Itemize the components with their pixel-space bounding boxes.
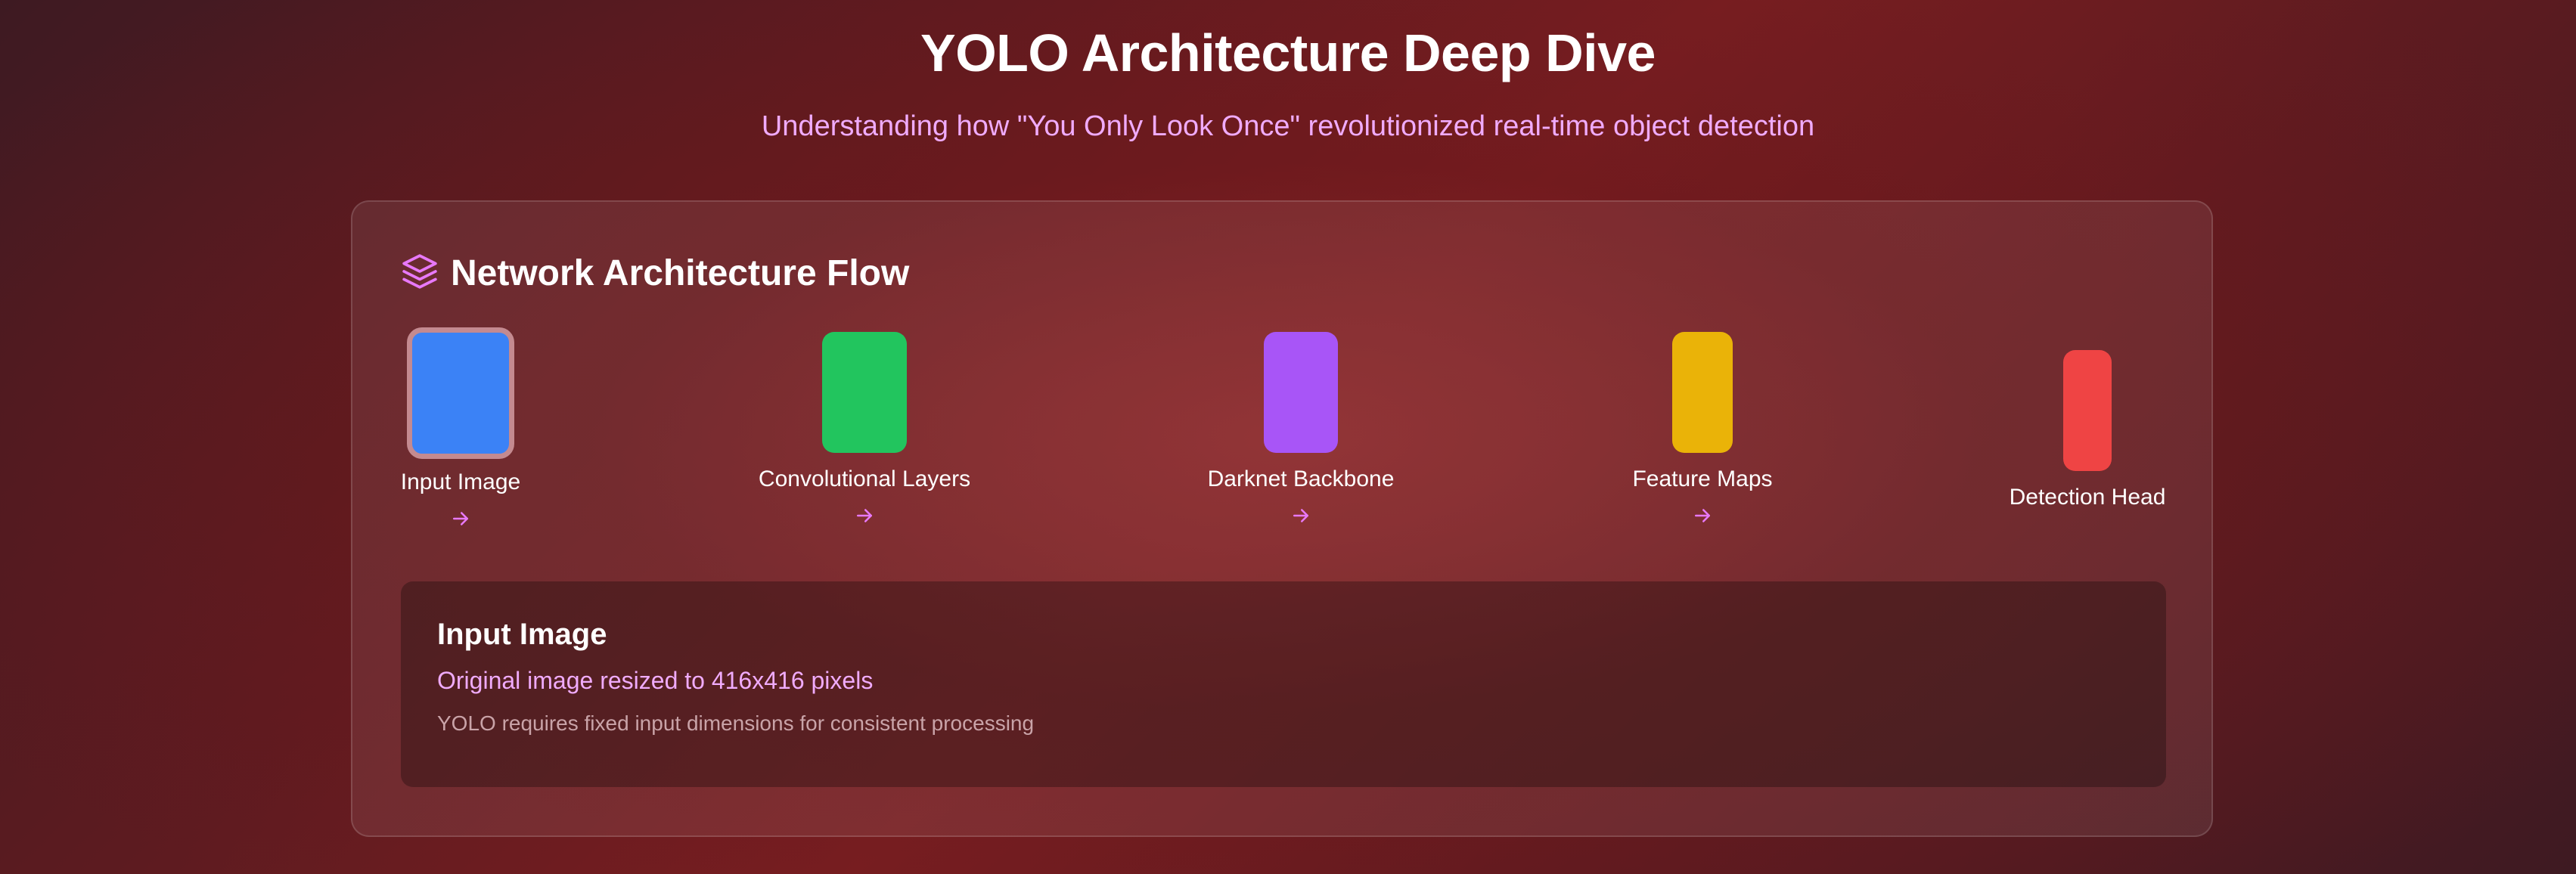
page-title: YOLO Architecture Deep Dive [920, 23, 1656, 82]
panel-header: Network Architecture Flow [401, 250, 909, 296]
step-label: Darknet Backbone [1207, 466, 1395, 491]
step-block [1264, 332, 1338, 453]
step-detail-card: Input Image Original image resized to 41… [401, 581, 2166, 787]
step-label: Input Image [400, 470, 521, 494]
step-detection-head[interactable]: Detection Head [1936, 350, 2239, 510]
arrow-right-icon [453, 512, 468, 525]
step-label: Feature Maps [1632, 466, 1773, 491]
step-feature-maps[interactable]: Feature Maps [1551, 332, 1854, 527]
detail-note: YOLO requires fixed input dimensions for… [437, 711, 1035, 735]
architecture-panel: Network Architecture Flow Input Image Co… [351, 200, 2213, 837]
page-subtitle: Understanding how "You Only Look Once" r… [761, 110, 1815, 142]
detail-description: Original image resized to 416x416 pixels [437, 667, 874, 694]
arrow-right-icon [857, 509, 872, 522]
step-label: Convolutional Layers [758, 466, 971, 491]
detail-title: Input Image [437, 618, 607, 651]
step-block [1672, 332, 1733, 453]
arrow-right-icon [1695, 509, 1710, 522]
step-block [407, 327, 514, 459]
arrow-right-icon [1293, 509, 1308, 522]
step-block [2063, 350, 2112, 471]
layers-icon [401, 253, 439, 294]
step-darknet-backbone[interactable]: Darknet Backbone [1150, 332, 1452, 527]
step-block [822, 332, 907, 453]
step-input-image[interactable]: Input Image [309, 327, 612, 530]
step-label: Detection Head [2009, 485, 2166, 510]
panel-title: Network Architecture Flow [451, 253, 910, 293]
step-convolutional-layers[interactable]: Convolutional Layers [713, 332, 1016, 527]
